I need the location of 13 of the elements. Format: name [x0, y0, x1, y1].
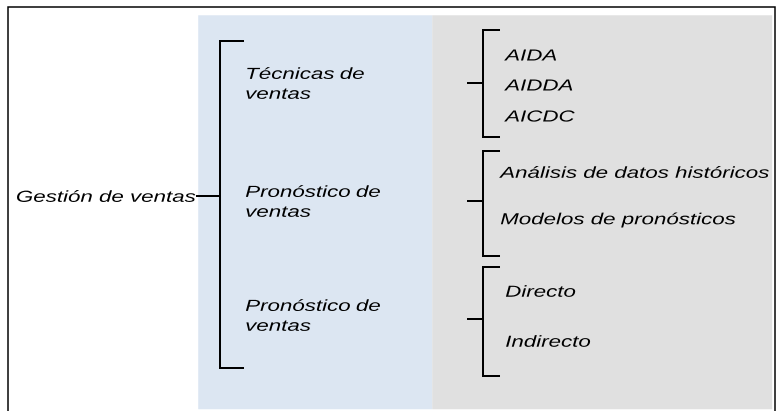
branch-label: Gestión de ventas — [17, 190, 196, 202]
panel-background — [198, 15, 432, 410]
branch-label: Directo — [506, 285, 576, 297]
branch-label: Indirecto — [506, 335, 590, 347]
branch-label: Técnicas de ventas — [246, 67, 364, 99]
branch-label: Análisis de datos históricos — [499, 166, 769, 178]
branch-label: AIDDA — [504, 80, 572, 90]
branch-label: Pronóstico de ventas — [246, 299, 380, 331]
panel-background — [432, 15, 772, 410]
branch-label: AICDC — [504, 110, 575, 122]
branch-label: Modelos de pronósticos — [500, 212, 736, 228]
branch-label: AIDA — [504, 50, 556, 60]
branch-label: Pronóstico de ventas — [246, 185, 380, 217]
